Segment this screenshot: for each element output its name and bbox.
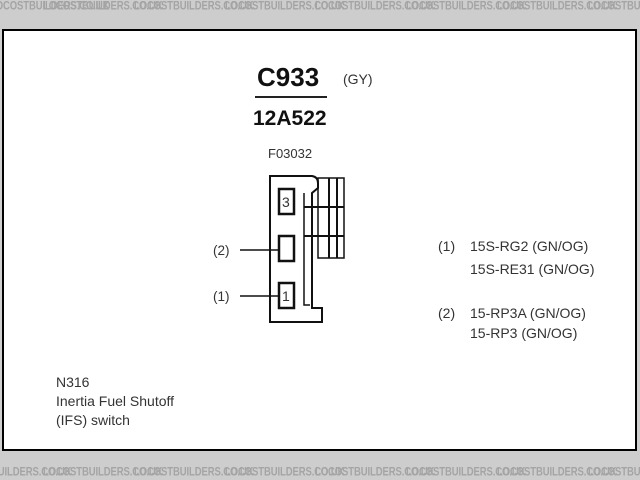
- diagram-panel: [2, 29, 637, 451]
- watermark-text: LOCOSTBUILDERS.CO.UK: [588, 0, 640, 14]
- watermark-text: LOCOSTBUILDERS.CO.UK: [134, 0, 254, 14]
- watermark-text: LOCOSTBUILDERS.CO.UK: [497, 465, 617, 480]
- watermark-text: LOCOSTBUILDERS.CO.UK: [43, 0, 163, 14]
- watermark-text: LOCOSTBUILDERS.CO.UK: [134, 465, 254, 480]
- figure-id: F03032: [268, 146, 313, 161]
- wiring-circuit: 15-RP3A (GN/OG): [470, 305, 586, 321]
- watermark-text: LOCOSTBUILDERS.CO.UK: [406, 0, 526, 14]
- watermark-text: LOCOSTBUILDERS.CO.UK: [0, 465, 72, 480]
- component-code: N316: [56, 374, 90, 390]
- part-number: 12A522: [253, 107, 327, 130]
- wiring-callout-2: (2): [438, 305, 456, 321]
- watermark-text: LOCOSTBUILDERS.CO.UK: [406, 465, 526, 480]
- connector-id: C933: [257, 62, 320, 92]
- component-description: N316 Inertia Fuel Shutoff (IFS) switch: [56, 373, 174, 430]
- watermark-text: LOCOSTBUILDERS.CO.UK: [0, 0, 110, 14]
- watermark-text: LOCOSTBUILDERS.CO.UK: [588, 465, 640, 480]
- watermark-text: LOCOSTBUILDERS.CO.UK: [315, 0, 435, 14]
- component-name-line1: Inertia Fuel Shutoff: [56, 393, 175, 409]
- watermark-text: LOCOSTBUILDERS.CO.UK: [497, 0, 617, 14]
- pin-number-1: 1: [282, 288, 290, 304]
- pin-number-3: 3: [282, 194, 290, 210]
- pin-callout-2: (2): [213, 243, 230, 258]
- watermark-text: LOCOSTBUILDERS.CO.UK: [43, 465, 163, 480]
- wiring-circuit: 15S-RE31 (GN/OG): [470, 261, 595, 277]
- watermark-bottom: LOCOSTBUILDERS.CO.UK LOCOSTBUILDERS.CO.U…: [0, 450, 640, 480]
- wiring-circuit: 15-RP3 (GN/OG): [470, 325, 578, 341]
- pin-2-cavity: [277, 234, 296, 263]
- wiring-callout-1: (1): [438, 238, 456, 254]
- connector-color-code: (GY): [343, 71, 373, 87]
- title-underline: [255, 96, 327, 98]
- component-name-line2: (IFS) switch: [56, 412, 130, 428]
- watermark-text: LOCOSTBUILDERS.CO.UK: [225, 0, 345, 14]
- watermark-text: LOCOSTBUILDERS.CO.UK: [225, 465, 345, 480]
- watermark-top: LOCOSTBUILDERS.CO.UK LOCOSTBUILDERS.CO.U…: [0, 0, 640, 30]
- pin-callout-1: (1): [213, 289, 230, 304]
- pin-3-cavity: [277, 187, 296, 216]
- wiring-circuit: 15S-RG2 (GN/OG): [470, 238, 589, 254]
- watermark-text: LOCOSTBUILDERS.CO.UK: [315, 465, 435, 480]
